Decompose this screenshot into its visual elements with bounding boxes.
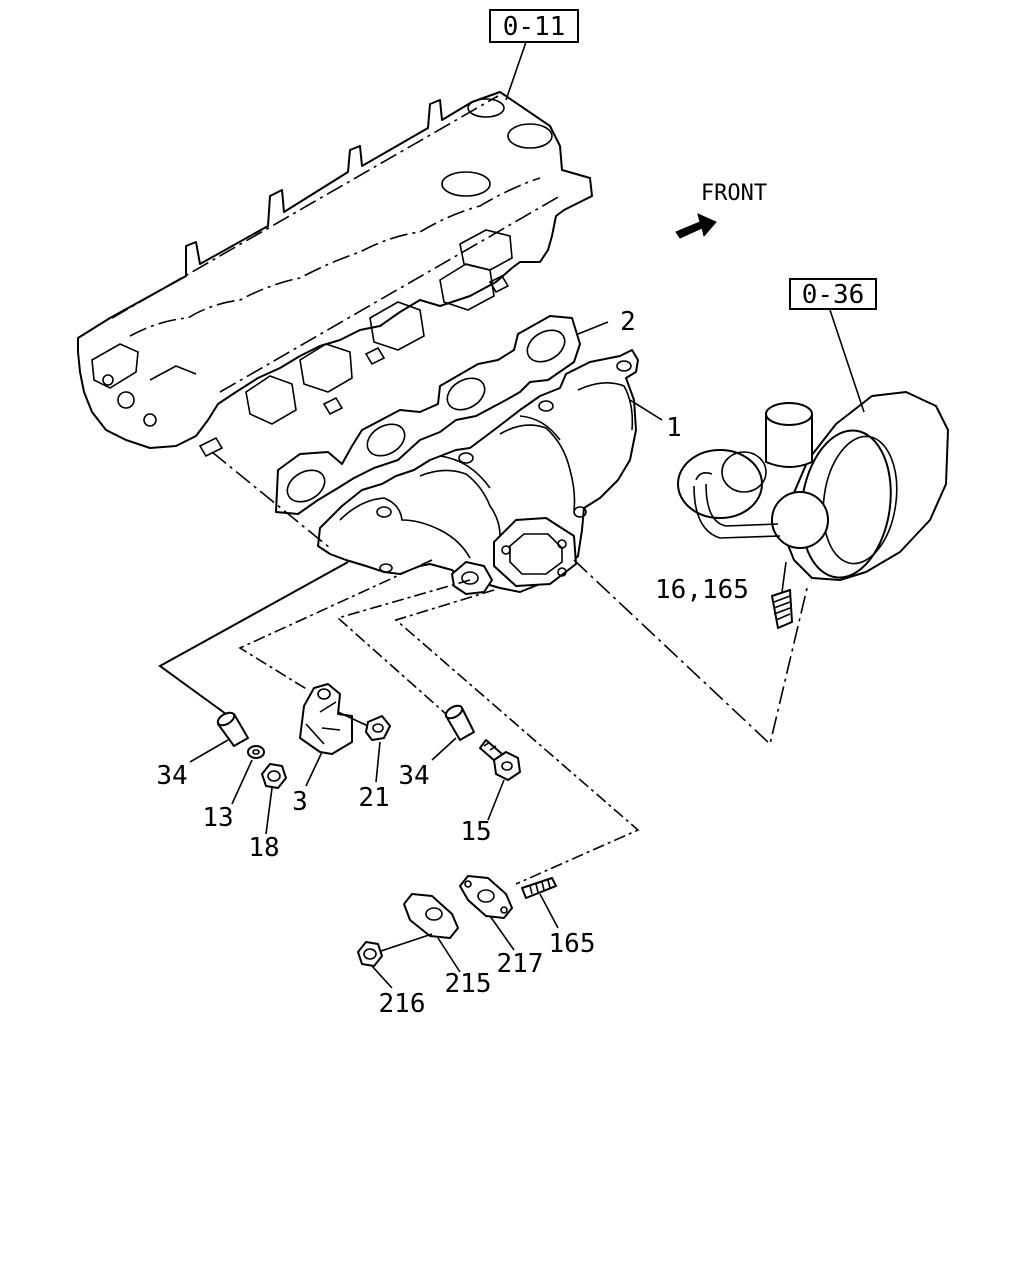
bracket: 3 xyxy=(292,683,353,817)
washer: 13 xyxy=(202,745,265,833)
callout-bracket: 3 xyxy=(292,787,308,817)
callout-washer: 13 xyxy=(202,803,233,833)
stud-165: 165 xyxy=(521,877,596,959)
egr-cover-plate: 215 xyxy=(365,893,492,999)
head-stud-4 xyxy=(488,274,510,294)
egr-gasket: 217 xyxy=(459,875,544,979)
front-label: FRONT xyxy=(701,181,767,206)
callout-stud-165: 165 xyxy=(549,929,596,959)
dowel-pin-left: 34 xyxy=(156,711,249,791)
cylinder-head xyxy=(77,91,593,458)
manifold-gasket: 2 xyxy=(275,307,636,515)
ref-box-turbocharger: 0-36 xyxy=(789,278,877,413)
nut-216: 216 xyxy=(357,941,426,1019)
callout-nut-216: 216 xyxy=(379,989,426,1019)
turbocharger: 16,165 xyxy=(655,391,949,629)
callout-manifold-gasket: 2 xyxy=(620,307,636,337)
callout-turbo-stud: 16,165 xyxy=(655,575,749,605)
front-arrow-icon xyxy=(675,213,717,239)
callout-bolt-21: 21 xyxy=(358,783,389,813)
bolt-21: 21 xyxy=(337,711,391,813)
ref-turbocharger-label: 0-36 xyxy=(802,280,865,310)
ref-cylinder-head-label: 0-11 xyxy=(503,12,566,42)
callout-dowel-right: 34 xyxy=(398,761,429,791)
dowel-pin-right: 34 xyxy=(398,704,475,791)
front-indicator: FRONT xyxy=(675,181,767,239)
turbo-stud xyxy=(771,589,793,629)
callout-nut-18: 18 xyxy=(248,833,279,863)
callout-cover-215: 215 xyxy=(445,969,492,999)
callout-exhaust-manifold: 1 xyxy=(666,413,682,443)
bolt-15: 15 xyxy=(460,739,521,847)
head-stud-3 xyxy=(364,346,386,366)
nut-18: 18 xyxy=(248,763,287,863)
exhaust-manifold: 1 xyxy=(317,349,682,595)
ref-box-cylinder-head: 0-11 xyxy=(489,9,579,101)
callout-bolt-15: 15 xyxy=(460,817,491,847)
head-stud-1 xyxy=(198,436,224,458)
callout-gasket-217: 217 xyxy=(497,949,544,979)
callout-dowel-left: 34 xyxy=(156,761,187,791)
head-stud-2 xyxy=(322,396,344,416)
